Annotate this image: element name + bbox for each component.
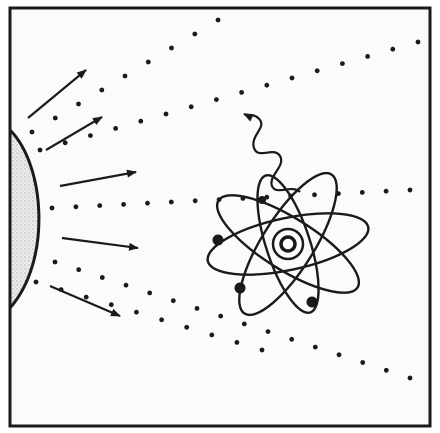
ray-dot [159,317,164,322]
ray-dot [138,119,143,124]
ray-dot [121,202,126,207]
ray-dot [235,340,240,345]
electron [258,196,266,204]
ray-dot [109,302,114,307]
electron [307,297,318,308]
ray-dot [76,267,81,272]
ray-dot [146,60,151,65]
electron [213,235,224,246]
ray-dot [337,352,342,357]
ray-dot [209,333,214,338]
ray-dot [216,18,221,23]
ray-dot [147,291,152,296]
ray-dot [340,61,345,66]
ray-dot [313,345,318,350]
nucleus-core [281,237,295,251]
ray-dot [171,298,176,303]
ray-dot [312,192,317,197]
ray-dot [97,203,102,208]
ray-dot [195,306,200,311]
ray-dot [289,337,294,342]
ray-dot [34,280,39,285]
ray-dot [260,348,265,353]
ray-dot [145,201,150,206]
ray-dot [408,188,413,193]
ray-dot [50,206,55,211]
ray-dot [53,116,58,121]
ray-dot [390,47,395,52]
ray-dot [38,148,43,153]
electron [235,283,246,294]
ray-dot [189,104,194,109]
ray-dot [76,102,81,107]
ray-dot [84,295,89,300]
ray-dot [134,310,139,315]
ray-dot [365,54,370,59]
ray-dot [214,97,219,102]
ray-dot [63,140,68,145]
ray-dot [416,40,421,45]
ray-dot [164,112,169,117]
ray-dot [88,133,93,138]
ray-dot [408,376,413,381]
ray-dot [266,329,271,334]
ray-dot [30,130,35,135]
ray-dot [192,32,197,37]
ray-dot [169,200,174,205]
ray-dot [113,126,118,131]
ray-dot [384,189,389,194]
ray-dot [384,368,389,373]
ray-dot [169,46,174,51]
ray-dot [184,325,189,330]
ray-dot [242,322,247,327]
ray-dot [264,83,269,88]
ray-dot [193,198,198,203]
ray-dot [124,283,129,288]
ray-dot [315,68,320,73]
ray-dot [74,204,79,209]
ray-dot [53,260,58,265]
ray-dot [360,190,365,195]
ray-dot [100,275,105,280]
ray-dot [239,90,244,95]
ray-dot [360,360,365,365]
ray-dot [218,314,223,319]
ray-dot [99,88,104,93]
ray-dot [123,74,128,79]
ray-dot [290,76,295,81]
